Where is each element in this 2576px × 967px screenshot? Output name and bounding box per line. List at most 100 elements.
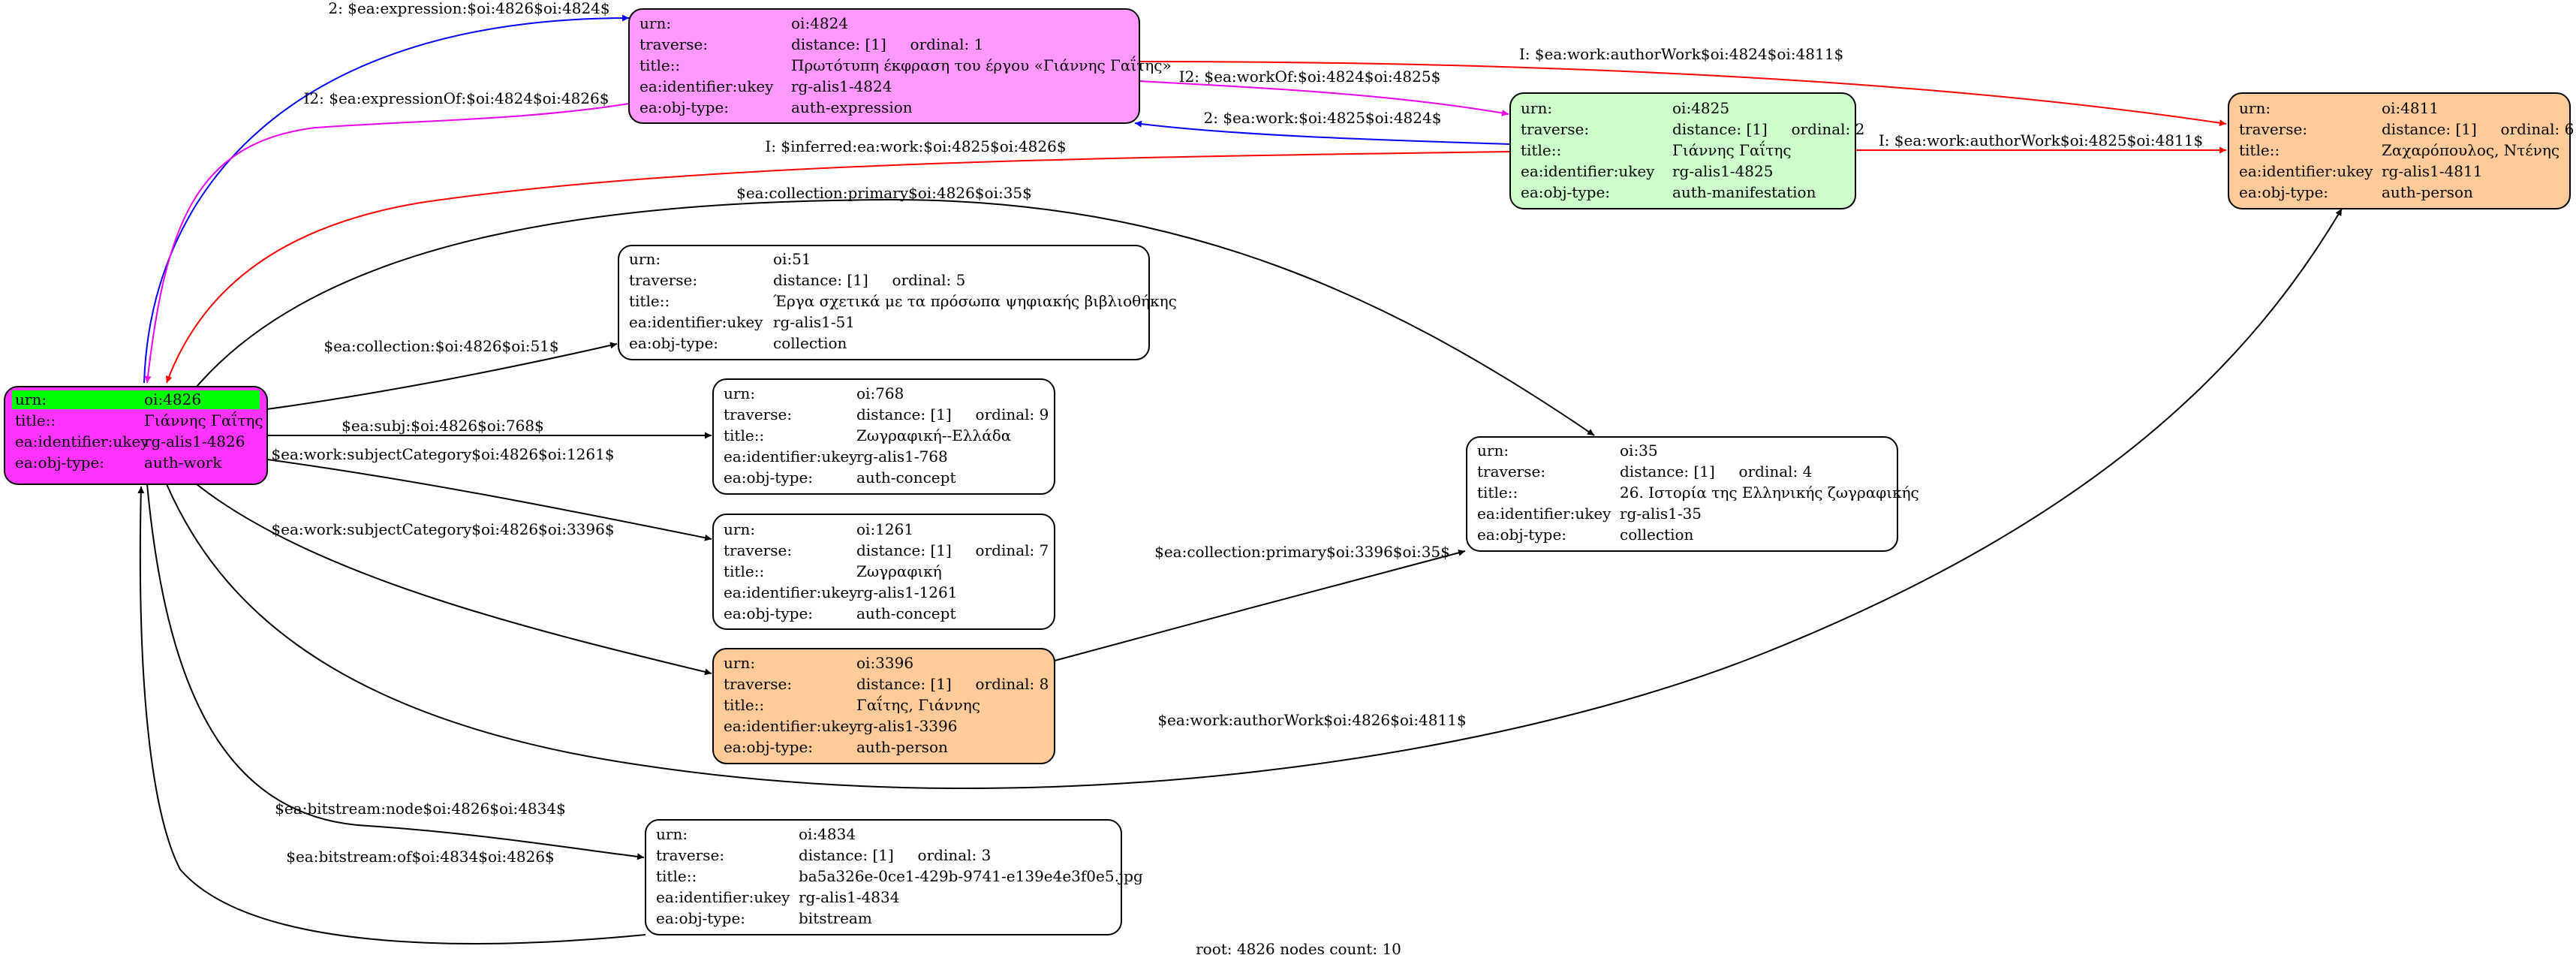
field-value: auth-work <box>144 453 222 471</box>
edge-label: I: $ea:work:authorWork$oi:4824$oi:4811$ <box>1519 45 1843 63</box>
field-label: traverse: <box>724 675 792 693</box>
edge-label: $ea:work:subjectCategory$oi:4826$oi:1261… <box>271 445 614 463</box>
node-box <box>1509 92 1856 209</box>
field-label: title:: <box>1521 141 1561 159</box>
field-value: auth-expression <box>791 98 913 116</box>
field-value: Γιάννης Γαΐτης <box>144 410 263 429</box>
field-label: traverse: <box>724 541 792 559</box>
field-label: ea:identifier:ukey <box>629 313 763 331</box>
field-value: rg-alis1-4834 <box>799 888 899 906</box>
edge-label: $ea:subj:$oi:4826$oi:768$ <box>342 417 544 435</box>
node-box <box>712 378 1055 495</box>
node-box <box>4 386 268 485</box>
field-label: ea:identifier:ukey <box>724 717 858 735</box>
node-box <box>1466 436 1898 552</box>
field-label: urn: <box>629 250 661 268</box>
field-value: bitstream <box>799 909 872 927</box>
edge-line <box>137 486 646 944</box>
field-value: rg-alis1-4826 <box>144 432 245 450</box>
field-label: traverse: <box>724 405 792 423</box>
edge-4825-to-4811: I: $ea:work:authorWork$oi:4825$oi:4811$ <box>1855 131 2226 154</box>
field-label: ea:obj-type: <box>629 334 718 352</box>
field-label: traverse: <box>1521 120 1589 138</box>
field-value: distance: [1] ordinal: 2 <box>1672 120 1864 138</box>
field-label: ea:obj-type: <box>1477 526 1566 544</box>
edge-label: $ea:collection:$oi:4826$oi:51$ <box>324 337 558 355</box>
field-label: urn: <box>724 520 755 538</box>
field-value: ba5a326e-0ce1-429b-9741-e139e4e3f0e5.jpg <box>799 867 1143 885</box>
field-value: Γιάννης Γαΐτης <box>1672 140 1792 159</box>
urn-highlight <box>12 390 260 409</box>
field-label: urn: <box>15 390 47 408</box>
field-value: distance: [1] ordinal: 5 <box>773 271 965 289</box>
edge-4825-to-4826: I: $inferred:ea:work:$oi:4825$oi:4826$ <box>165 137 1511 384</box>
edge-4826-to-4824: 2: $ea:expression:$oi:4826$oi:4824$ <box>143 0 630 384</box>
field-value: Ζωγραφική <box>856 562 942 580</box>
edge-line <box>196 484 712 676</box>
edge-line <box>266 459 712 541</box>
field-label: title:: <box>15 411 56 429</box>
field-value: Γαΐτης, Γιάννης <box>856 694 980 714</box>
field-value: distance: [1] ordinal: 4 <box>1620 462 1812 480</box>
node-51[interactable]: urn: oi:51 traverse: distance: [1] ordinal:… <box>618 245 1177 360</box>
field-label: ea:obj-type: <box>656 909 745 927</box>
field-label: ea:identifier:ukey <box>15 432 149 450</box>
edges-layer: 2: $ea:expression:$oi:4826$oi:4824$I2: $… <box>137 0 2343 944</box>
edge-label: $ea:work:authorWork$oi:4826$oi:4811$ <box>1157 711 1466 729</box>
field-label: urn: <box>656 825 688 843</box>
edge-4824-to-4826: I2: $ea:expressionOf:$oi:4824$oi:4826$ <box>144 89 630 384</box>
edge-label: $ea:bitstream:of$oi:4834$oi:4826$ <box>286 848 555 866</box>
field-label: ea:identifier:ukey <box>724 583 858 601</box>
field-value: oi:4824 <box>791 14 848 32</box>
edge-line <box>1134 120 1511 145</box>
field-label: urn: <box>1477 441 1509 459</box>
edge-4824-to-4811: I: $ea:work:authorWork$oi:4824$oi:4811$ <box>1139 45 2227 127</box>
field-value: oi:51 <box>773 250 811 268</box>
edge-4826-to-4811: $ea:work:authorWork$oi:4826$oi:4811$ <box>166 208 2343 789</box>
field-value: collection <box>773 334 847 352</box>
field-label: title:: <box>1477 484 1518 502</box>
field-label: traverse: <box>639 35 708 53</box>
field-label: ea:identifier:ukey <box>2239 162 2373 180</box>
field-label: traverse: <box>629 271 697 289</box>
field-value: collection <box>1620 526 1694 544</box>
field-value: auth-person <box>856 738 948 756</box>
field-value: oi:35 <box>1620 441 1658 459</box>
edge-4826-to-4834: $ea:bitstream:node$oi:4826$oi:4834$ <box>146 484 645 860</box>
edge-label: I: $inferred:ea:work:$oi:4825$oi:4826$ <box>765 137 1066 155</box>
edge-line <box>196 198 1595 436</box>
field-value: oi:4825 <box>1672 99 1729 117</box>
edge-label: I: $ea:work:authorWork$oi:4825$oi:4811$ <box>1879 131 2203 149</box>
edge-4834-to-4826: $ea:bitstream:of$oi:4834$oi:4826$ <box>137 486 646 944</box>
field-value: rg-alis1-4811 <box>2382 162 2482 180</box>
field-label: ea:identifier:ukey <box>1521 162 1655 180</box>
field-label: urn: <box>2239 99 2271 117</box>
edge-line <box>165 151 1511 384</box>
field-label: title:: <box>656 867 697 885</box>
field-value: oi:1261 <box>856 520 913 538</box>
field-value: Ζαχαρόπουλος, Ντένης <box>2382 141 2559 159</box>
field-value: 26. Ιστορία της Ελληνικής ζωγραφικής <box>1620 484 1919 502</box>
edge-line <box>1139 61 2227 127</box>
field-label: title:: <box>2239 141 2280 159</box>
node-box <box>645 819 1122 935</box>
field-label: title:: <box>724 696 764 714</box>
field-label: ea:identifier:ukey <box>639 77 774 95</box>
field-label: ea:obj-type: <box>1521 183 1610 201</box>
field-label: ea:obj-type: <box>15 453 104 471</box>
field-label: title:: <box>639 56 680 74</box>
field-value: oi:768 <box>856 384 904 402</box>
edge-line <box>1054 549 1466 661</box>
field-label: ea:obj-type: <box>724 468 813 487</box>
